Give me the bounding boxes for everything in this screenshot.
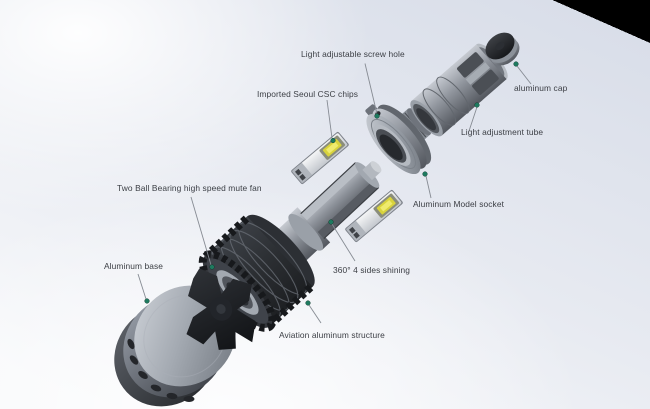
label-aviation-aluminum-structure: Aviation aluminum structure [279,330,385,340]
dot-aluminum-base [144,298,150,304]
dot-csc-chips [330,137,336,144]
leader-360-shining [331,223,356,262]
leader-aviation-structure [308,304,322,324]
dot-aviation-structure [305,300,311,306]
led-chip-strip-upper [291,131,349,185]
leader-csc-chips [326,99,333,139]
dot-fan [209,264,215,270]
label-360-four-sides-shining: 360° 4 sides shining [333,265,411,275]
label-light-adjustable-screw-hole: Light adjustable screw hole [301,49,405,59]
dot-adjustment-tube [474,102,480,108]
dot-360-shining [328,219,334,225]
leader-fan [190,196,212,266]
light-adjustment-tube-part [410,43,508,137]
label-aluminum-model-socket: Aluminum Model socket [413,199,505,209]
label-light-adjustment-tube: Light adjustment tube [461,127,544,137]
fan-part [186,268,256,350]
label-aluminum-cap: aluminum cap [514,83,568,93]
leader-dots [144,61,519,306]
leader-aluminum-cap [516,65,532,85]
leader-aluminum-base [137,273,147,300]
leader-lines [137,63,532,324]
leader-screw-hole [364,63,378,115]
label-imported-seoul-csc-chips: Imported Seoul CSC chips [257,89,359,99]
leader-adjustment-tube [468,106,478,132]
aluminum-cap-part [485,32,520,66]
label-two-ball-bearing-fan: Two Ball Bearing high speed mute fan [117,183,262,193]
dot-model-socket [422,171,428,177]
dot-screw-hole [374,113,380,119]
label-aluminum-base: Aluminum base [104,261,164,271]
leader-model-socket [425,175,432,199]
dot-aluminum-cap [513,61,519,67]
led-chip-strip-lower [345,189,403,243]
bulb-body-part [271,161,382,267]
base-plug-holes [127,338,195,402]
